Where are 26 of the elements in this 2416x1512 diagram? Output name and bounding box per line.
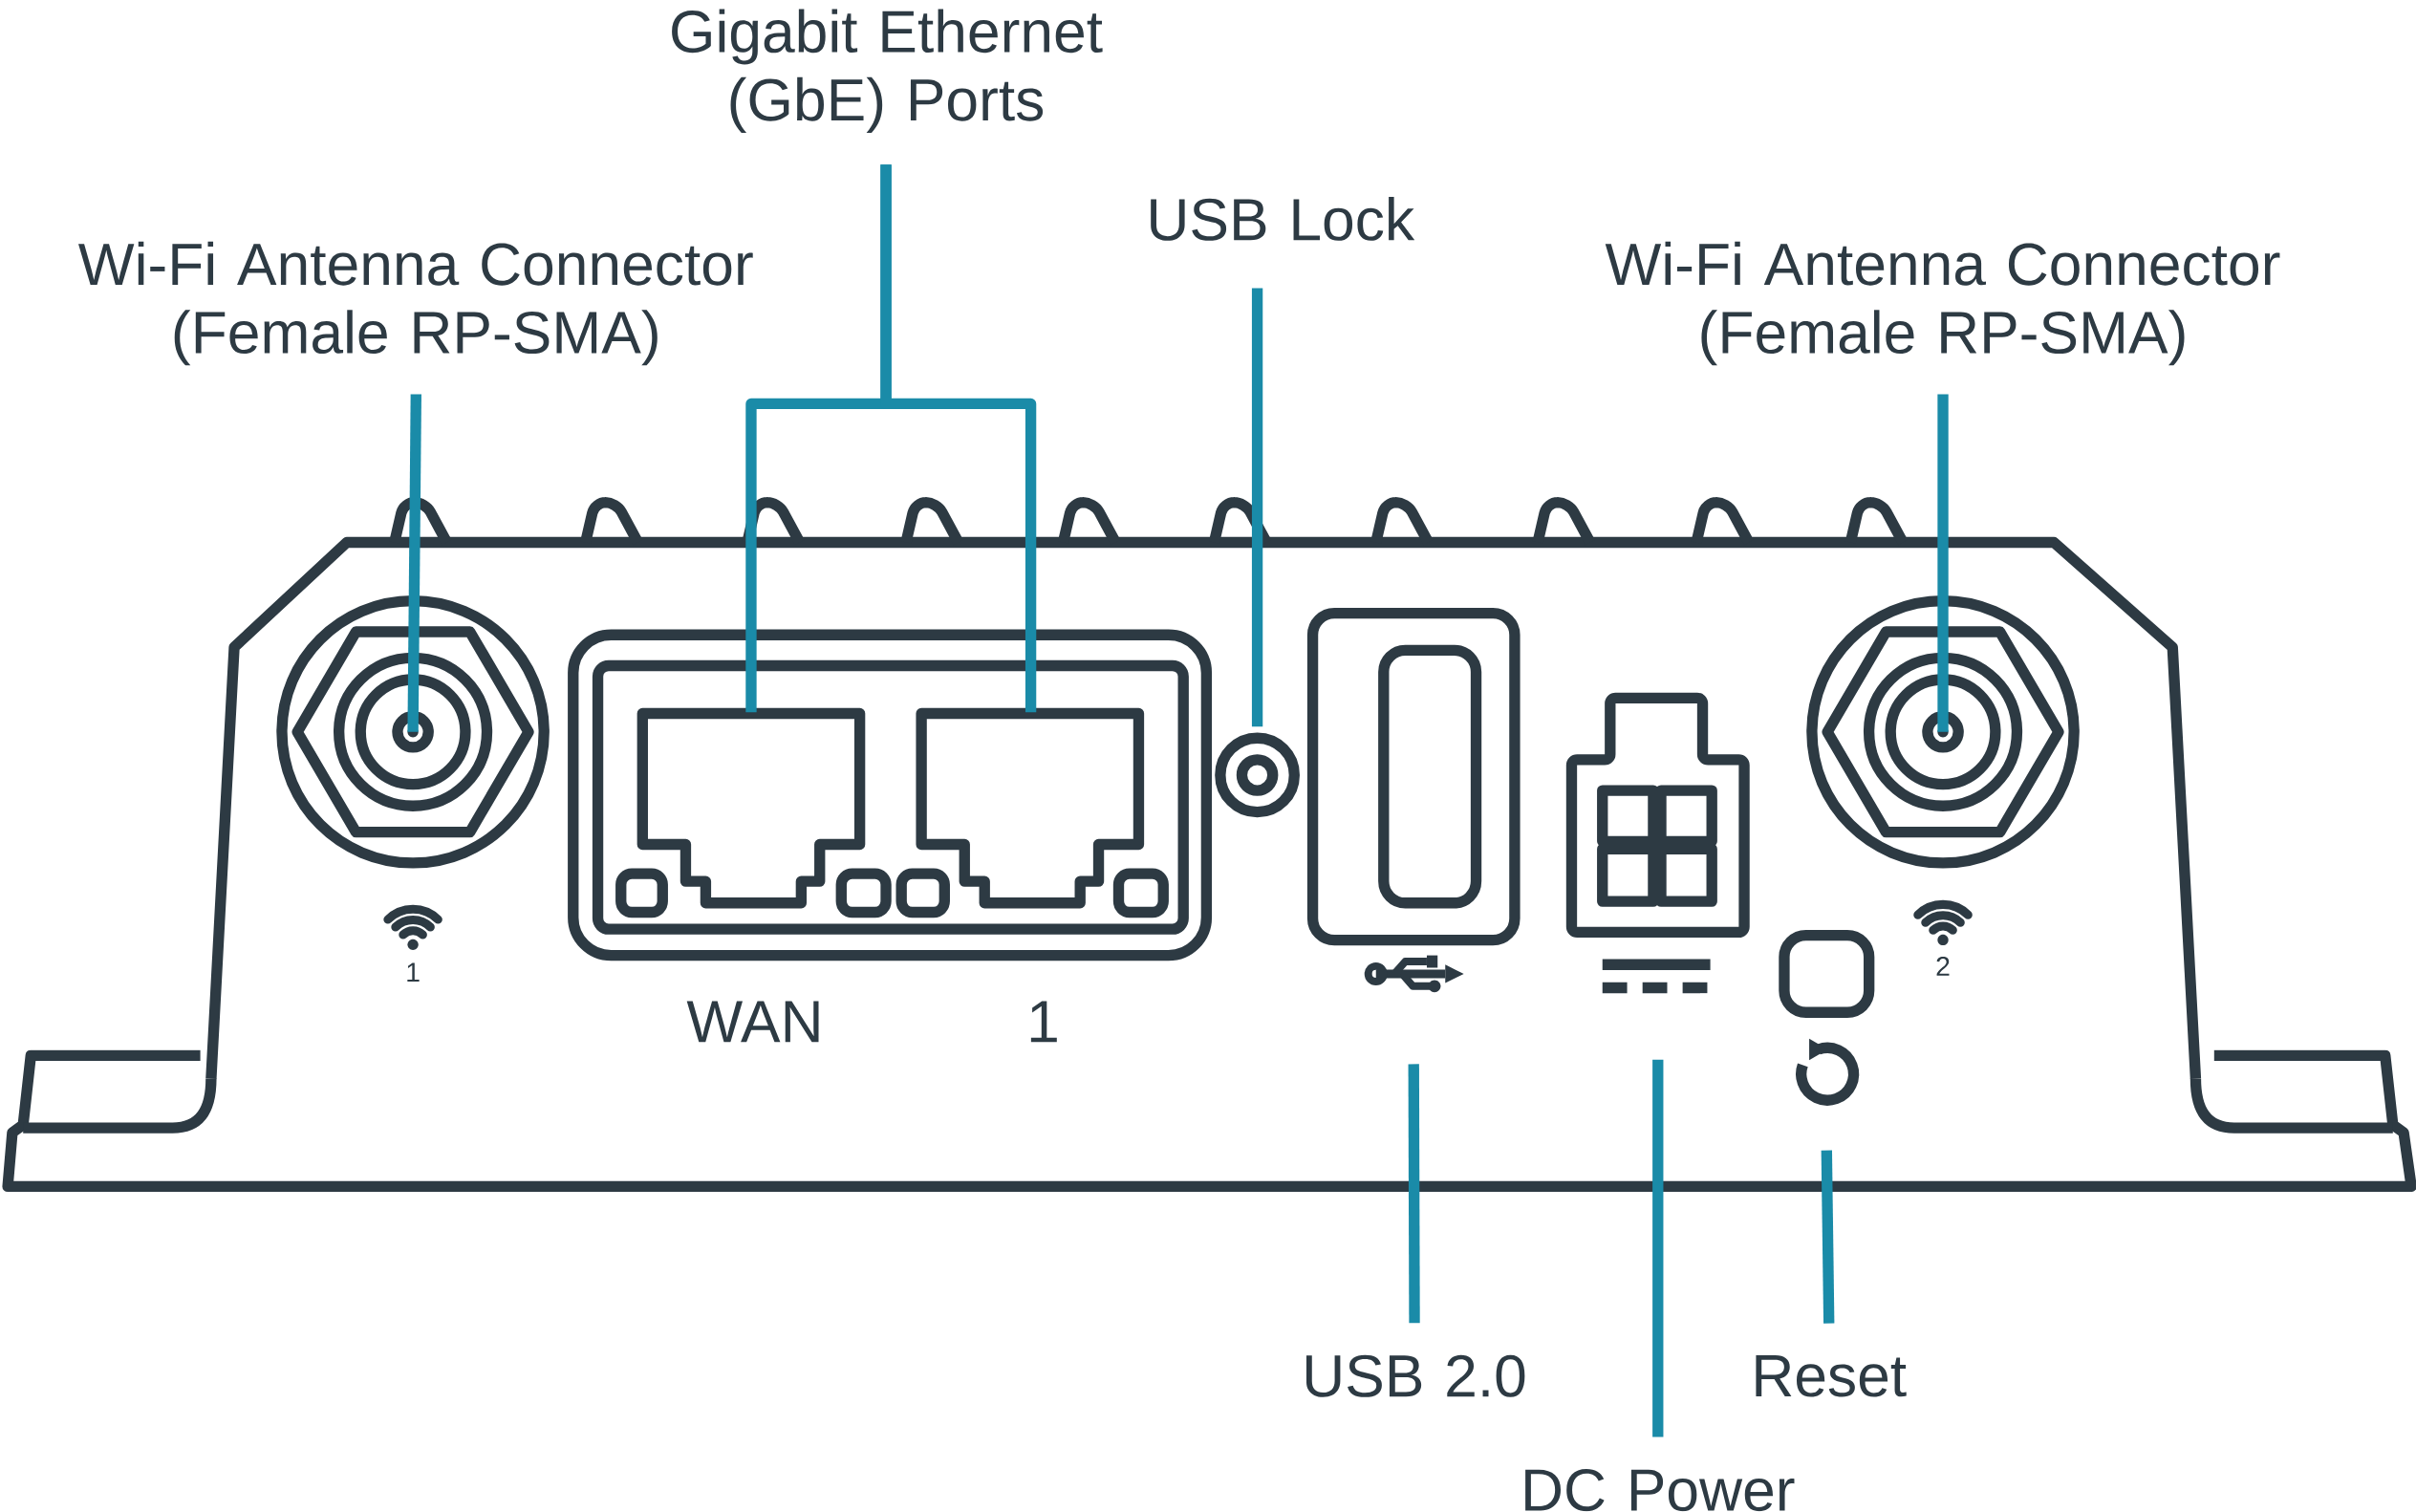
leader-line bbox=[1251, 288, 1263, 727]
port-label: 1 bbox=[1030, 1001, 1057, 1043]
reset-button bbox=[1779, 930, 1875, 1106]
callout-label: Reset bbox=[1756, 1355, 1907, 1397]
leader-line bbox=[880, 164, 1037, 713]
ethernet-port bbox=[916, 708, 1145, 909]
leader-line bbox=[407, 394, 421, 733]
usb-port bbox=[1306, 608, 1521, 946]
power-connector bbox=[1565, 692, 1750, 939]
callout-label: USB 2.0 bbox=[1306, 1354, 1525, 1398]
callout-label: USB Lock bbox=[1151, 197, 1415, 242]
antenna-connector bbox=[1806, 595, 2080, 869]
leader-line bbox=[1821, 1150, 1835, 1324]
leader-line bbox=[1408, 1064, 1420, 1324]
callout-label: DC Power bbox=[1525, 1469, 1795, 1512]
antenna-number: 1 bbox=[407, 962, 420, 983]
ethernet-port bbox=[636, 708, 866, 909]
callout-label: Wi-Fi Antenna Connector (Female RP-SMA) bbox=[78, 242, 753, 366]
leader-line bbox=[1652, 1060, 1664, 1437]
antenna-connector bbox=[276, 595, 550, 869]
port-label: WAN bbox=[686, 1001, 819, 1043]
callout-label: Gigabit Ethernet (GbE) Ports bbox=[672, 9, 1103, 134]
usb-lock-hole bbox=[1215, 732, 1300, 818]
antenna-number: 2 bbox=[1936, 957, 1950, 976]
callout-label: Wi-Fi Antenna Connector (Female RP-SMA) bbox=[1605, 242, 2280, 366]
leader-line bbox=[1937, 394, 1949, 732]
